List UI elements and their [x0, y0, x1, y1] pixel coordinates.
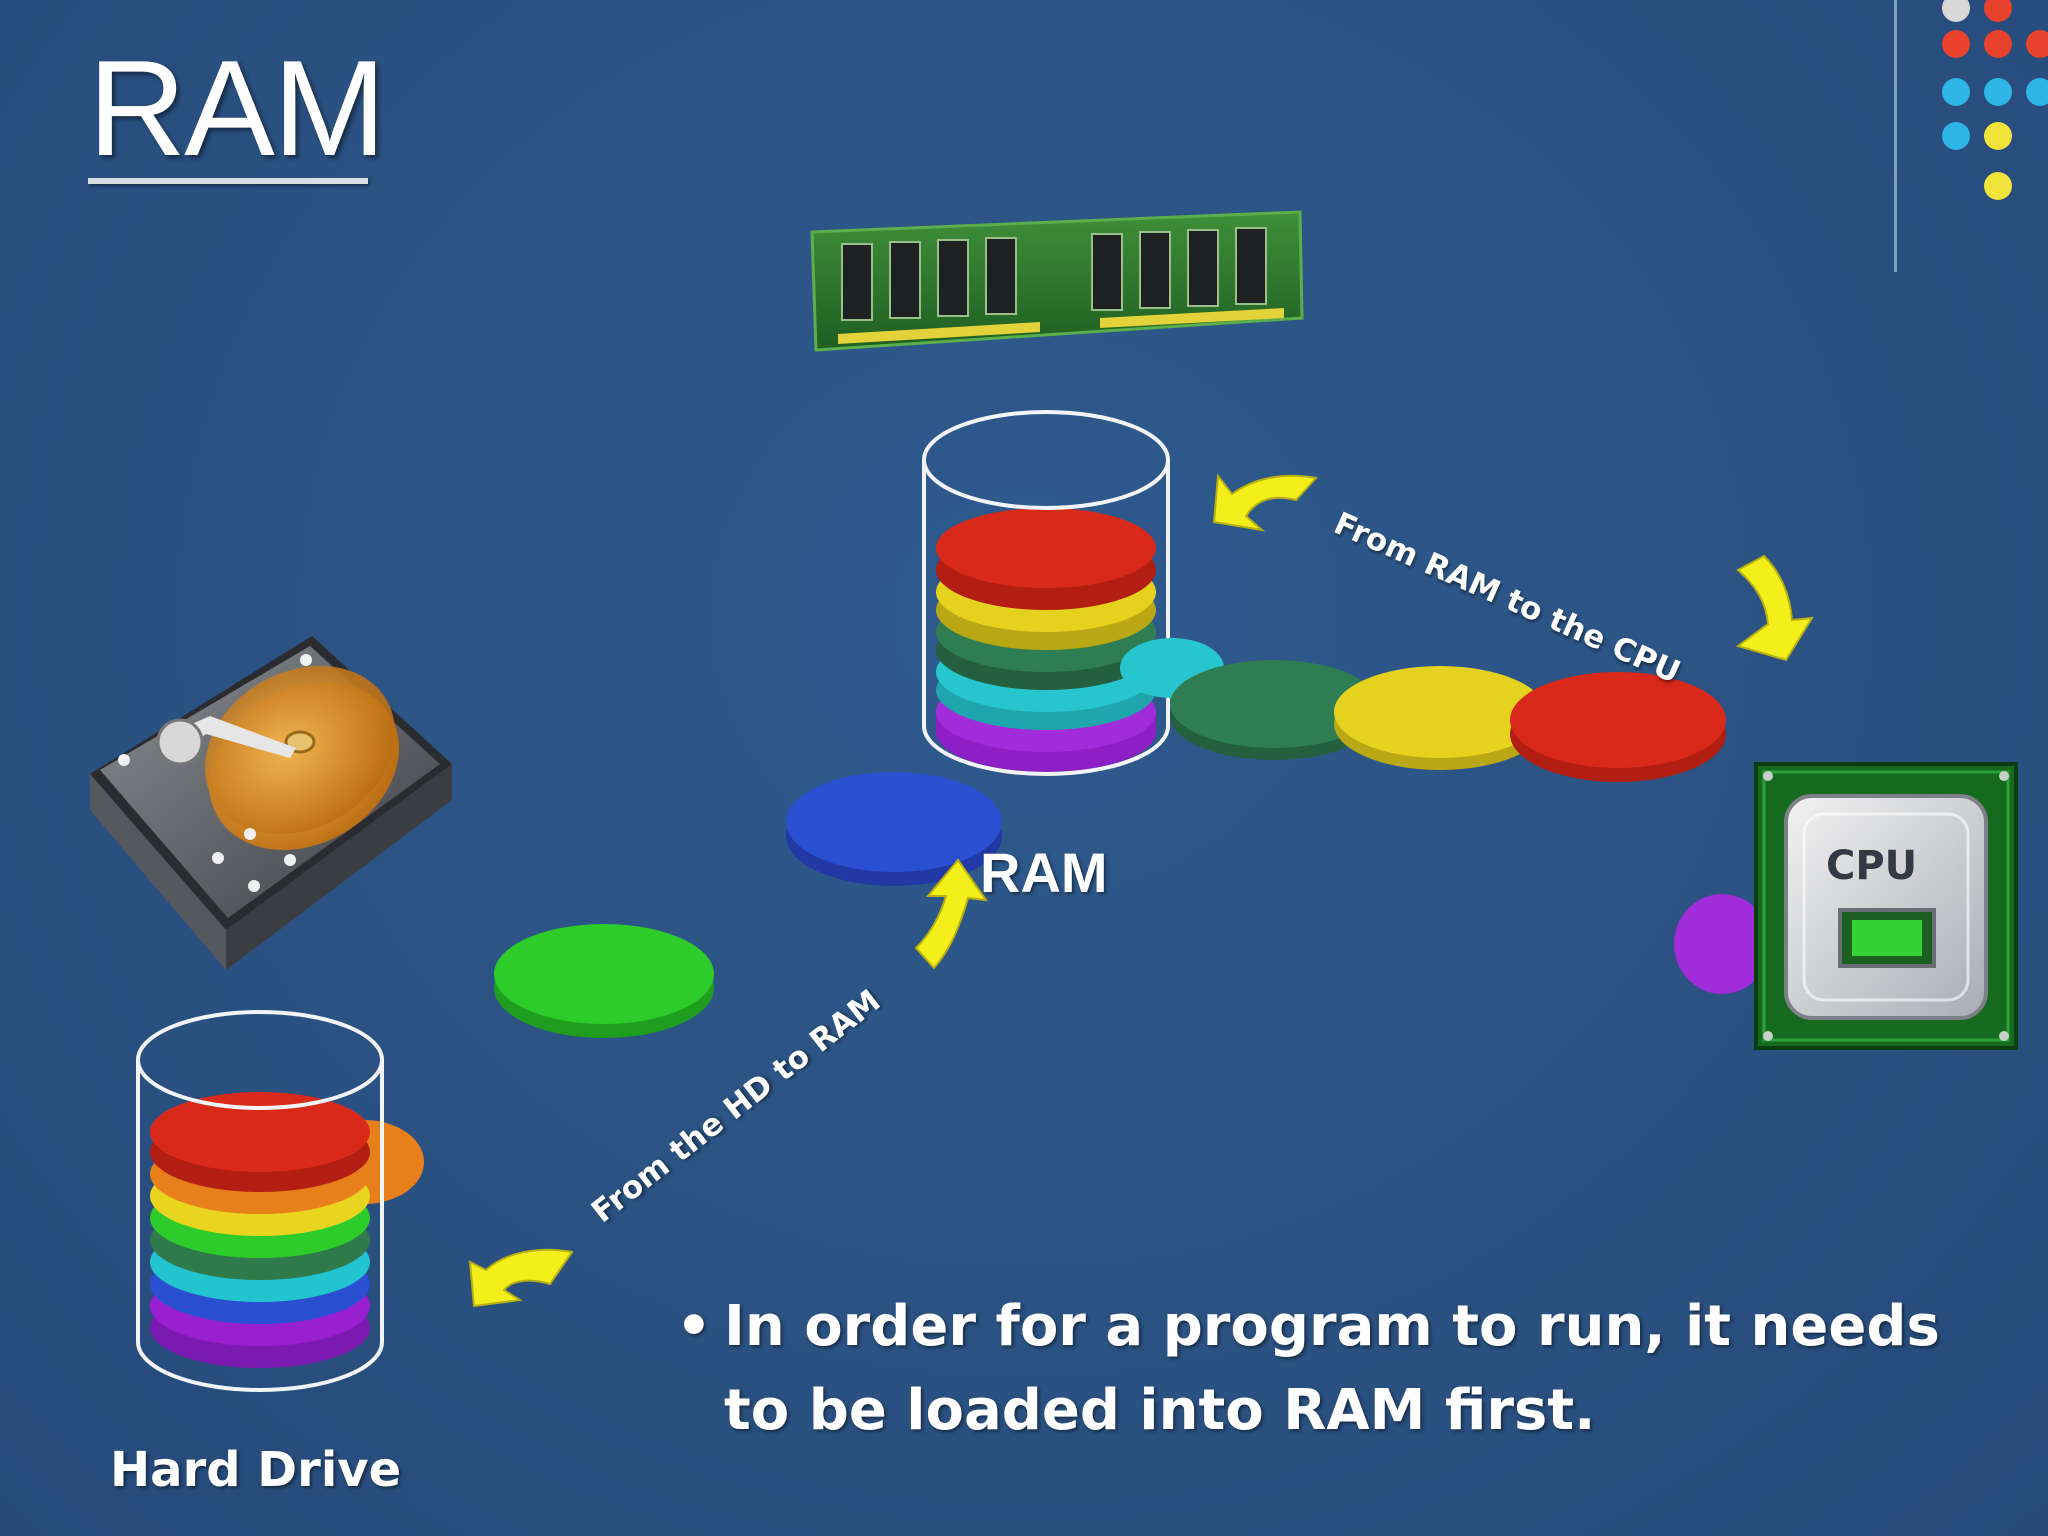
title-underline [88, 178, 368, 184]
bullet-text: In order for a program to run, it needs … [724, 1294, 1940, 1443]
corner-dot [1942, 78, 1970, 106]
bullet-mark: • [676, 1294, 712, 1359]
cpu-chip-label: CPU [1826, 843, 1918, 889]
hard-drive-device-icon [90, 636, 452, 970]
corner-dot [1984, 122, 2012, 150]
hard-drive-label: Hard Drive [110, 1442, 402, 1498]
corner-dot [2026, 30, 2048, 58]
corner-dot [2026, 78, 2048, 106]
arrow-into-hard-drive-icon [468, 1248, 574, 1308]
corner-dot [1984, 0, 2012, 22]
hd-to-ram-data-discs [494, 772, 1002, 1038]
ram-to-cpu-data-discs [1120, 638, 1770, 994]
arrow-into-cpu-icon [1735, 554, 1814, 662]
ram-label: RAM [980, 841, 1108, 904]
ram-data-container [922, 410, 1170, 776]
corner-dot [1984, 30, 2012, 58]
page-title: RAM [88, 32, 386, 184]
ram-stick-icon [810, 210, 1304, 352]
arrow-from-hd-icon [914, 858, 989, 970]
corner-dot [1942, 30, 1970, 58]
cpu-chip-icon [1754, 762, 2018, 1050]
corner-dot [1942, 122, 1970, 150]
corner-dot [1984, 172, 2012, 200]
decorative-divider [1894, 0, 1897, 272]
hard-drive-data-container [136, 1010, 424, 1392]
arrow-into-ram-icon [1212, 473, 1318, 532]
corner-dot [1942, 0, 1970, 22]
corner-dot [1984, 78, 2012, 106]
